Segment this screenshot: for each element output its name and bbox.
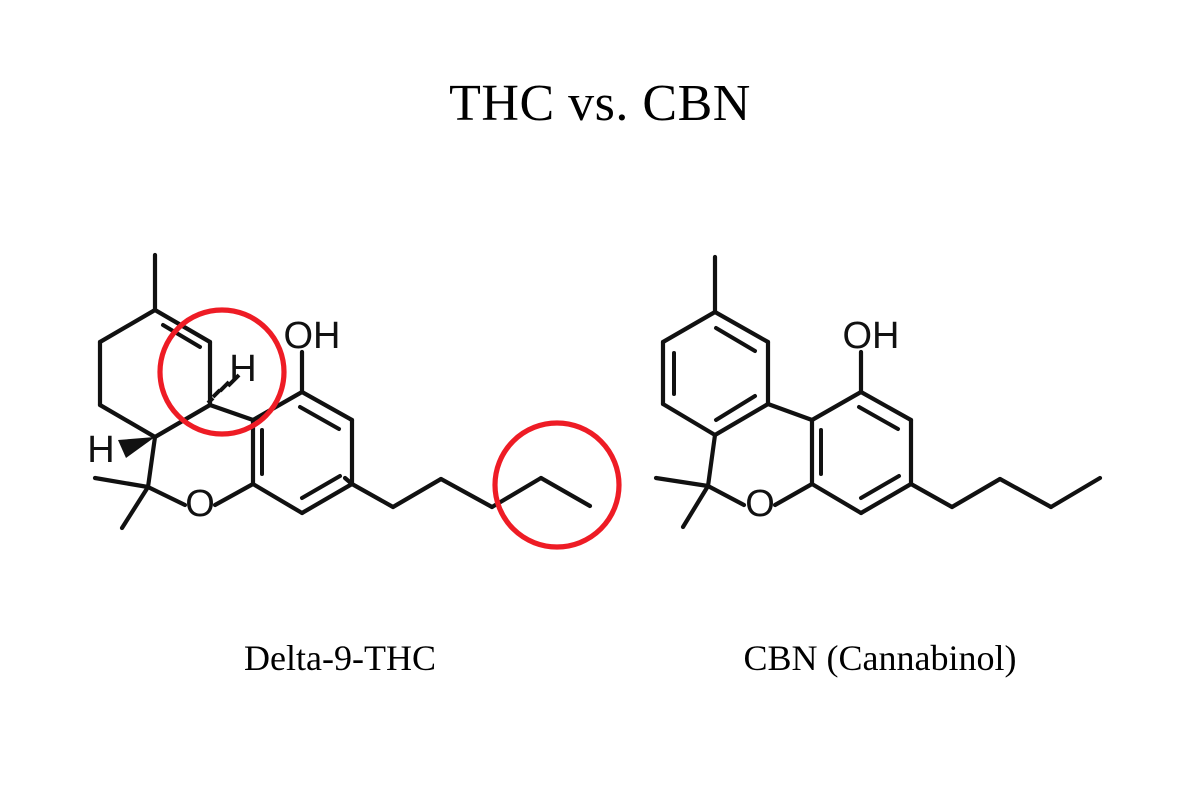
bond-cbn-ph-1-6	[809, 389, 864, 423]
bond-cbn-gem-methyl-2	[680, 483, 711, 530]
caption-cbn: CBN (Cannabinol)	[743, 638, 1017, 678]
cbn-pentyl-chain	[908, 475, 1103, 510]
bond-chain-3	[438, 476, 495, 510]
bond-cbn-ph-4-3	[858, 481, 914, 516]
double-bond-ar3-ar4	[300, 474, 342, 500]
thc-pentyl-tail-highlight	[492, 420, 622, 550]
stereo-h-beta-label: H	[87, 429, 114, 471]
double-bond-delta9	[161, 323, 202, 349]
bond-cbn-chain-1	[908, 481, 955, 510]
stereo-h-alpha-label: H	[229, 348, 256, 390]
cbn-ring-oxygen-label: O	[745, 483, 775, 525]
double-bond-cbn-ph-3-4	[859, 474, 901, 500]
double-bond-cbn-ph-6-5	[857, 405, 900, 431]
bond-cbn-aryl2-e	[765, 401, 815, 423]
cbn-pyran-ring	[653, 401, 815, 530]
hashed-bond-h-alpha	[206, 373, 241, 405]
bond-chain-1	[349, 481, 396, 510]
bond-chain-4	[489, 475, 544, 510]
page-title: THC vs. CBN	[449, 75, 751, 132]
bond-c8-cgem	[145, 434, 158, 490]
bond-cbn-ar-a-b	[660, 309, 718, 345]
cbn-aromatic-lower-ring	[809, 349, 914, 516]
bond-cbn-chain-2	[949, 476, 1003, 510]
bond-caryl2-c7	[207, 402, 256, 423]
bond-chain-5	[538, 475, 593, 509]
double-bond-ar6-ar5	[298, 405, 341, 431]
bond-cbn-chain-4	[1048, 475, 1103, 510]
bond-gem-methyl-2	[119, 484, 151, 531]
bond-cgem-o	[145, 484, 188, 508]
bond-cbn-ph-3-2	[809, 481, 864, 516]
double-bond-cbn-ar-d-e	[714, 394, 757, 422]
bond-cbn-gem-methyl-1	[653, 475, 711, 489]
thc-pyran-ring	[92, 402, 256, 531]
bond-ar4-ar3	[299, 481, 355, 516]
cbn-hydroxyl-label: OH	[843, 315, 900, 357]
wedge-bond-h-beta	[118, 437, 155, 458]
bond-ar3-ar2	[250, 481, 305, 516]
thc-hydroxyl-label: OH	[284, 315, 341, 357]
bond-cbn-ar-f-a	[712, 309, 771, 345]
thc-aromatic-ring	[250, 349, 355, 516]
thc-ring-oxygen-label: O	[185, 483, 215, 525]
bond-gem-methyl-1	[92, 475, 151, 490]
bond-cbn-ar-c-d	[660, 401, 718, 438]
bond-c10a-c10	[97, 307, 158, 345]
bond-ar6-ar5	[299, 389, 355, 423]
double-bond-cbn-ar-a-f	[714, 326, 757, 353]
cbn-aromatic-upper-ring	[660, 254, 771, 438]
thc-stereocenter-highlight	[157, 307, 287, 437]
bond-cbn-ph-6-5	[858, 389, 914, 423]
bond-cbn-pyr-d-gem	[705, 432, 718, 489]
bond-cbn-ar-d-e	[712, 401, 771, 438]
bond-cbn-gem-o	[705, 483, 747, 508]
bond-chain-2	[390, 476, 444, 510]
bond-c9-c8	[97, 402, 158, 440]
thc-stereochemistry: H H	[87, 348, 256, 471]
thc-pentyl-chain	[349, 475, 593, 510]
bond-cbn-o-aryl	[772, 481, 815, 508]
bond-cbn-chain-3	[997, 476, 1054, 510]
caption-delta-9-thc: Delta-9-THC	[244, 638, 436, 678]
bond-ar1-ar6	[250, 389, 305, 423]
bond-o-caryl	[212, 481, 256, 508]
